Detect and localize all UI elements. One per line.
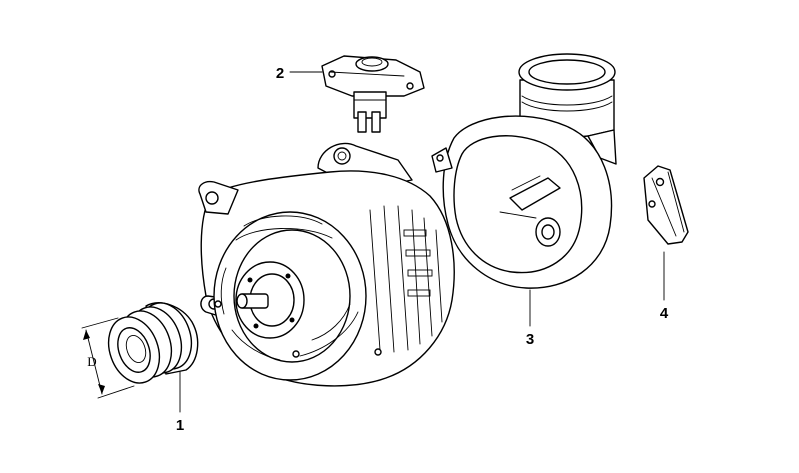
part-1-pulley-sleeve xyxy=(107,302,199,384)
part-2-voltage-regulator xyxy=(321,55,425,133)
callout-2: 2 xyxy=(276,65,284,82)
callout-1: 1 xyxy=(176,417,184,434)
part-3-air-duct xyxy=(431,53,617,289)
alternator-illustration xyxy=(198,142,455,387)
dimension-d-label: D xyxy=(87,354,96,369)
callout-3: 3 xyxy=(526,331,534,348)
part-4-bracket xyxy=(643,165,689,245)
callout-4: 4 xyxy=(660,305,669,322)
dimension-d-indicator xyxy=(81,317,135,399)
